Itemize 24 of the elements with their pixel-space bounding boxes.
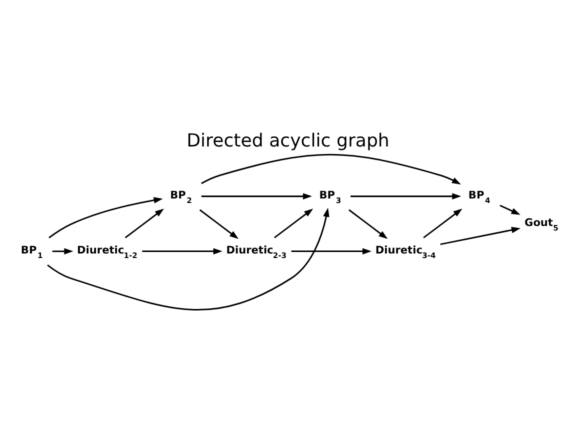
- arrow: [201, 153, 461, 184]
- arrow: [440, 226, 521, 245]
- node-text: BP$_{3}$: [319, 188, 342, 204]
- arrow: [199, 208, 239, 239]
- arrow: [142, 248, 222, 254]
- node-text: BP$_{4}$: [468, 188, 490, 204]
- arrow: [500, 204, 520, 214]
- arrow: [291, 248, 372, 254]
- node-text: BP$_{1}$: [20, 244, 43, 260]
- node-text: Diuretic$_{1-2}$: [77, 244, 138, 260]
- node-text: Diuretic$_{3-4}$: [375, 244, 436, 260]
- node-text: BP$_{2}$: [170, 188, 192, 204]
- diagram-title: Directed acyclic graph: [186, 130, 390, 151]
- arrow: [47, 207, 330, 310]
- arrow: [348, 208, 388, 239]
- arrow: [423, 208, 462, 238]
- arrow: [350, 192, 462, 199]
- arrow: [274, 208, 314, 238]
- arrow: [52, 248, 74, 254]
- arrow: [201, 192, 312, 199]
- node-text: Diuretic$_{2-3}$: [226, 244, 287, 260]
- arrow: [48, 196, 163, 238]
- arrow: [124, 208, 164, 238]
- node-text: Gout$_{5}$: [524, 216, 558, 232]
